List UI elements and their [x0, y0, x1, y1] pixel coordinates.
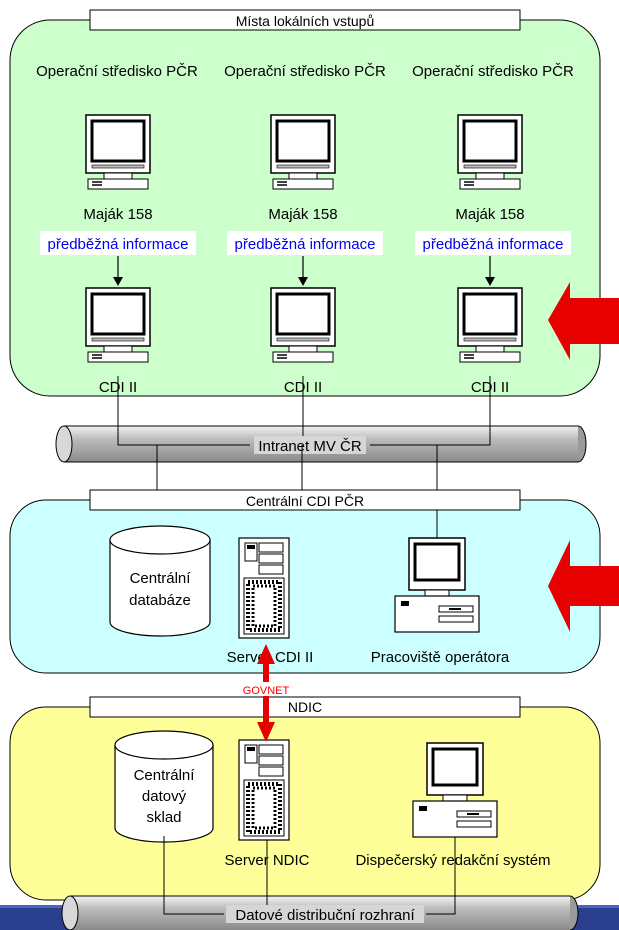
site-title: Operační středisko PČR [224, 63, 386, 80]
info-label-box [227, 231, 383, 255]
central-database-icon [109, 525, 211, 637]
distribution-label: Datové distribuční rozhraní [235, 907, 415, 924]
info-label: předběžná informace [48, 236, 189, 253]
ndic-server-icon [237, 738, 291, 842]
highlight-arrow-icon [548, 540, 619, 632]
govnet-label-box [236, 682, 296, 696]
intranet-label: Intranet MV ČR [258, 438, 362, 455]
govnet-link: GOVNET [236, 644, 296, 742]
govnet-arrow-down-icon [257, 722, 275, 742]
intranet-label-box [254, 436, 366, 454]
ndic-zone [9, 706, 601, 901]
info-label-box [40, 231, 196, 255]
local-site-2: Operační středisko PČR Maják 158 předběž… [224, 63, 386, 396]
info-label: předběžná informace [423, 236, 564, 253]
central-database-label-line2: databáze [129, 592, 191, 609]
govnet-arrow-up-icon [257, 644, 275, 664]
cdi-server-icon [237, 536, 291, 640]
site-title: Operační středisko PČR [36, 63, 198, 80]
central-cdi-title: Centrální CDI PČR [246, 493, 364, 509]
central-cdi-title-box [89, 489, 521, 511]
source-label: Maják 158 [268, 206, 337, 223]
local-connectors [117, 376, 491, 446]
flow-arrow-head-icon [485, 277, 495, 286]
source-label: Maják 158 [455, 206, 524, 223]
govnet-label: GOVNET [243, 685, 290, 697]
data-warehouse-label-line3: sklad [146, 809, 181, 826]
highlight-arrow-icon [548, 282, 619, 360]
local-site-1: Operační středisko PČR Maják 158 předběž… [36, 63, 198, 396]
central-cdi-zone [9, 499, 601, 674]
info-label: předběžná informace [235, 236, 376, 253]
site-title: Operační středisko PČR [412, 63, 574, 80]
local-inputs-title: Místa lokálních vstupů [236, 13, 375, 29]
central-database-label-line1: Centrální [130, 570, 192, 587]
flow-arrow-head-icon [298, 277, 308, 286]
dispatch-system-label: Dispečerský redakční systém [355, 852, 550, 869]
ndic-title-box [89, 696, 521, 718]
data-warehouse-label-line1: Centrální [134, 767, 196, 784]
flow-arrow-head-icon [113, 277, 123, 286]
ndic-title: NDIC [288, 699, 322, 715]
distribution-label-box [226, 905, 424, 923]
source-label: Maják 158 [83, 206, 152, 223]
operator-workstation-label: Pracoviště operátora [371, 649, 510, 666]
distribution-connectors [163, 836, 456, 915]
info-label-box [415, 231, 571, 255]
local-site-3: Operační středisko PČR Maják 158 předběž… [412, 63, 574, 396]
local-inputs-title-box [89, 9, 521, 31]
data-warehouse-icon [114, 730, 214, 843]
central-connectors [156, 445, 438, 498]
data-warehouse-label-line2: datový [142, 788, 187, 805]
